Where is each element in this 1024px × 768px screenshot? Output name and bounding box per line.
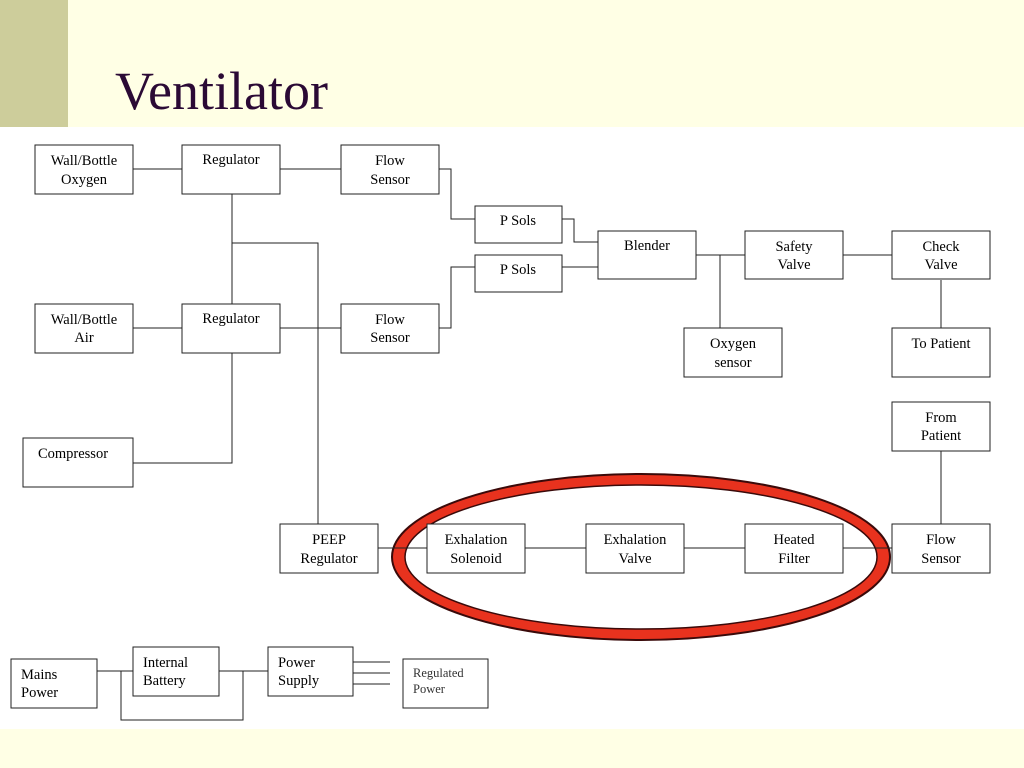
wire (439, 168, 475, 220)
svg-text:Power: Power (278, 655, 315, 671)
svg-text:Regulator: Regulator (202, 152, 259, 168)
svg-text:Check: Check (922, 239, 960, 255)
safety-valve-box: Safety Valve (744, 230, 844, 280)
regulator-oxygen-box: Regulator (181, 144, 281, 195)
svg-text:Wall/Bottle: Wall/Bottle (51, 312, 118, 328)
svg-text:Mains: Mains (21, 667, 58, 683)
svg-text:Oxygen: Oxygen (61, 172, 108, 188)
compressor-box: Compressor (22, 437, 134, 488)
svg-text:From: From (925, 410, 957, 426)
svg-text:sensor: sensor (714, 355, 751, 371)
svg-text:Sensor: Sensor (370, 172, 410, 188)
regulator-air-box: Regulator (181, 303, 281, 354)
svg-text:P Sols: P Sols (500, 213, 536, 229)
svg-text:Wall/Bottle: Wall/Bottle (51, 153, 118, 169)
power-supply-box: Power Supply (267, 646, 354, 697)
svg-text:Valve: Valve (777, 257, 810, 273)
wall-oxygen-box: Wall/Bottle Oxygen (34, 144, 134, 195)
exhalation-solenoid-box: Exhalation Solenoid (426, 523, 526, 574)
svg-text:Oxygen: Oxygen (710, 336, 757, 352)
svg-text:Flow: Flow (375, 153, 405, 169)
svg-text:Sensor: Sensor (370, 330, 410, 346)
flow-sensor-patient-box: Flow Sensor (891, 523, 991, 574)
svg-text:Regulator: Regulator (300, 551, 357, 567)
slide-title: Ventilator (115, 61, 328, 121)
wire (120, 671, 244, 721)
check-valve-box: Check Valve (891, 230, 991, 280)
wall-air-box: Wall/Bottle Air (34, 303, 134, 354)
svg-text:Blender: Blender (624, 238, 670, 254)
svg-text:Flow: Flow (375, 312, 405, 328)
svg-text:Sensor: Sensor (921, 551, 961, 567)
from-patient-box: From Patient (891, 401, 991, 452)
svg-text:Filter: Filter (778, 551, 810, 567)
svg-text:Heated: Heated (773, 532, 815, 548)
oxygen-sensor-box: Oxygen sensor (683, 327, 783, 378)
internal-battery-box: Internal Battery (132, 646, 220, 697)
svg-text:Valve: Valve (618, 551, 651, 567)
svg-text:Power: Power (413, 682, 446, 696)
connection-lines (45, 147, 942, 721)
svg-text:Internal: Internal (143, 655, 188, 671)
regulated-power-box: Regulated Power (402, 658, 489, 709)
svg-text:Regulated: Regulated (413, 666, 464, 680)
wire (562, 218, 598, 243)
p-sols-box-2: P Sols (474, 254, 563, 293)
svg-text:PEEP: PEEP (312, 532, 346, 548)
svg-text:Patient: Patient (921, 428, 961, 444)
flow-sensor-air-box: Flow Sensor (340, 303, 440, 354)
mains-power-box: Mains Power (10, 658, 98, 709)
peep-regulator-box: PEEP Regulator (279, 523, 379, 574)
sidebar-accent-bar (0, 0, 68, 127)
svg-text:Exhalation: Exhalation (604, 532, 668, 548)
blender-box: Blender (597, 230, 697, 280)
svg-text:Safety: Safety (775, 239, 813, 255)
svg-text:P Sols: P Sols (500, 262, 536, 278)
wire (133, 353, 233, 464)
to-patient-box: To Patient (891, 327, 991, 378)
svg-text:Compressor: Compressor (38, 446, 108, 462)
exhalation-valve-box: Exhalation Valve (585, 523, 685, 574)
svg-text:Regulator: Regulator (202, 311, 259, 327)
svg-text:Solenoid: Solenoid (450, 551, 502, 567)
flow-sensor-oxygen-box: Flow Sensor (340, 144, 440, 195)
bottom-band (0, 729, 1024, 768)
svg-text:Battery: Battery (143, 673, 186, 689)
svg-text:Supply: Supply (278, 673, 320, 689)
svg-text:Air: Air (74, 330, 94, 346)
svg-text:Flow: Flow (926, 532, 956, 548)
svg-text:To Patient: To Patient (912, 336, 971, 352)
heated-filter-box: Heated Filter (744, 523, 844, 574)
svg-text:Exhalation: Exhalation (445, 532, 509, 548)
p-sols-box-1: P Sols (474, 205, 563, 244)
svg-text:Power: Power (21, 685, 58, 701)
wire (439, 266, 475, 329)
svg-text:Valve: Valve (924, 257, 957, 273)
wire (232, 242, 319, 524)
